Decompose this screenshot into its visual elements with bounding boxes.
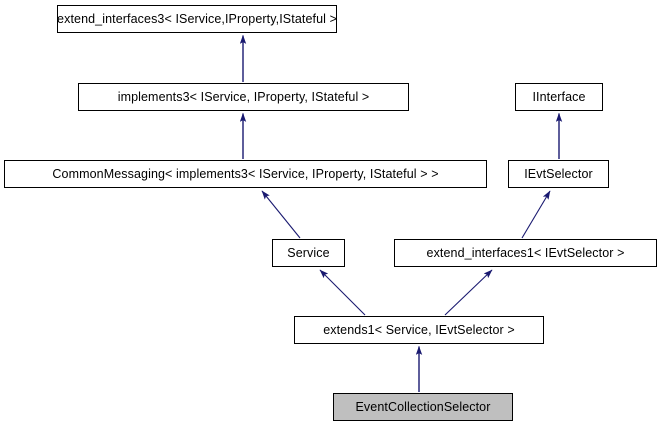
class-node-iinterface[interactable]: IInterface <box>515 83 603 111</box>
edge-extends1-to-service <box>319 269 366 316</box>
class-node-service[interactable]: Service <box>272 239 345 267</box>
class-node-label: implements3< IService, IProperty, IState… <box>117 89 370 104</box>
class-node-label: CommonMessaging< implements3< IService, … <box>52 166 439 181</box>
class-node-extends1[interactable]: extends1< Service, IEvtSelector > <box>294 316 544 344</box>
class-node-extend-interfaces3[interactable]: extend_interfaces3< IService,IProperty,I… <box>57 5 337 33</box>
class-node-label: EventCollectionSelector <box>355 399 491 414</box>
class-node-label: Service <box>287 245 330 260</box>
class-node-eventcollectionselector[interactable]: EventCollectionSelector <box>333 393 513 421</box>
class-node-ievtselector[interactable]: IEvtSelector <box>508 160 609 188</box>
edge-service-to-commonmessaging <box>261 190 301 239</box>
class-node-label: extend_interfaces3< IService,IProperty,I… <box>57 11 337 26</box>
class-node-commonmessaging[interactable]: CommonMessaging< implements3< IService, … <box>4 160 487 188</box>
class-node-implements3[interactable]: implements3< IService, IProperty, IState… <box>78 83 409 111</box>
class-node-extend-interfaces1[interactable]: extend_interfaces1< IEvtSelector > <box>394 239 657 267</box>
edge-extend_interfaces1-to-ievtselector <box>521 190 551 239</box>
class-node-label: IInterface <box>532 89 586 104</box>
edge-extends1-to-extend_interfaces1 <box>444 269 493 316</box>
class-node-label: extend_interfaces1< IEvtSelector > <box>426 245 625 260</box>
class-node-label: extends1< Service, IEvtSelector > <box>323 322 515 337</box>
class-node-label: IEvtSelector <box>524 166 593 181</box>
